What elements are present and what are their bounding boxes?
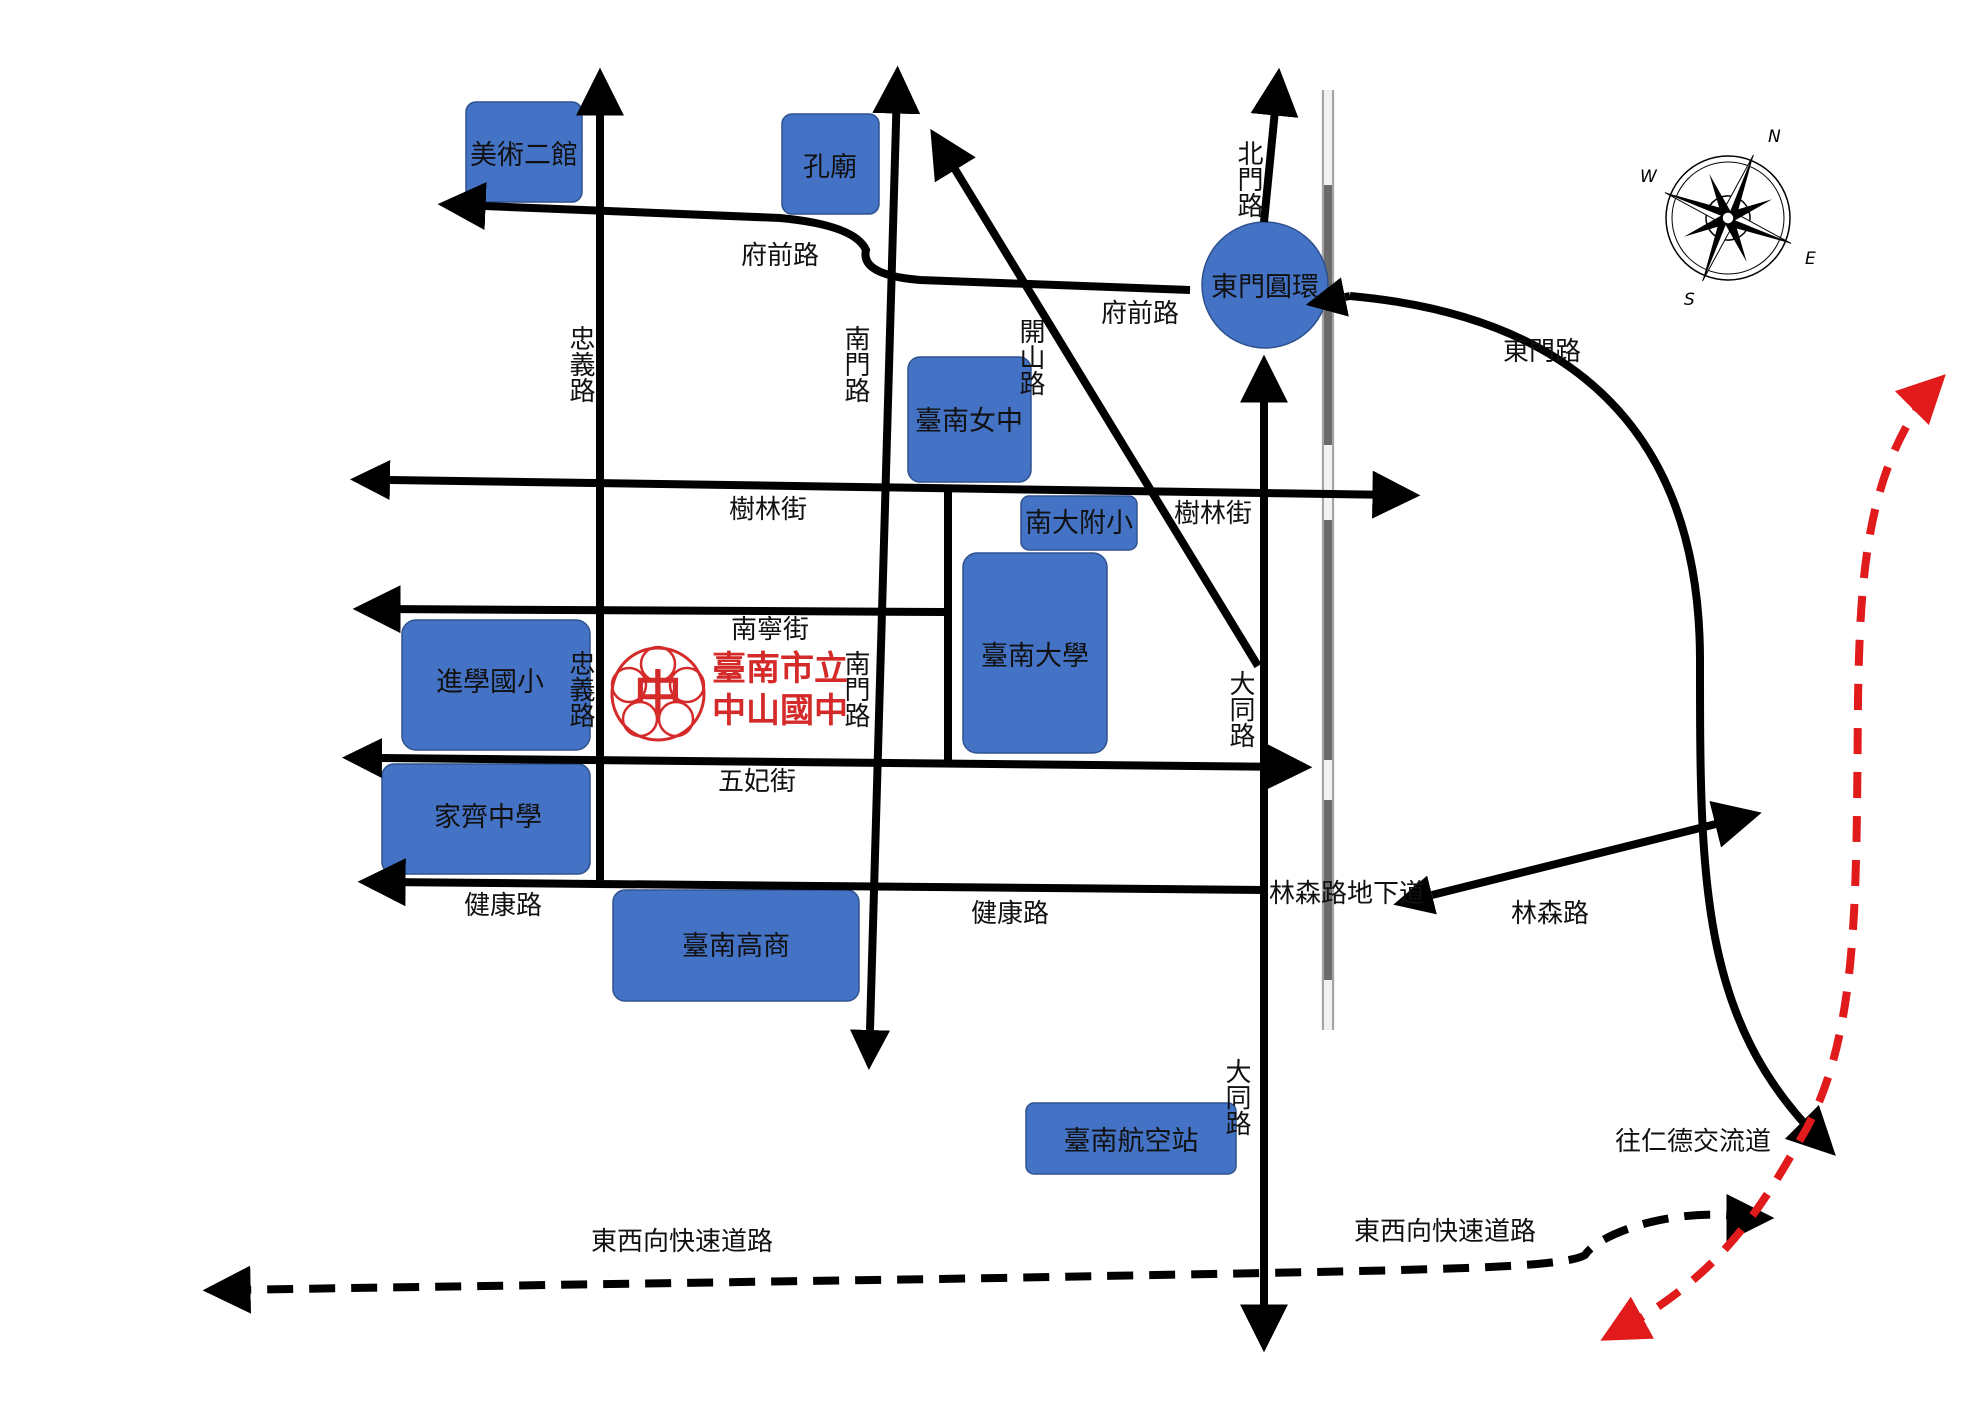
dongmen-roundabout-label: 東門圓環 — [1211, 272, 1319, 303]
recommended-route-north-arrow — [1894, 374, 1946, 426]
confucius-temple-label: 孔廟 — [803, 152, 857, 183]
linsen-road — [1393, 800, 1762, 915]
school-emblem-icon: 中 — [610, 645, 706, 742]
tainan-commercial-label: 臺南高商 — [682, 931, 790, 962]
zhongyi-road-label-north: 忠義路 — [565, 325, 595, 403]
school-name-line1: 臺南市立 — [712, 649, 848, 689]
expressway-label-west: 東西向快速道路 — [591, 1227, 773, 1257]
rende-interchange-label: 往仁德交流道 — [1615, 1127, 1771, 1157]
wufei-street-label: 五妃街 — [718, 767, 796, 797]
kaishan-road-label: 開山路 — [1015, 318, 1045, 396]
datong-road-label-south: 大同路 — [1221, 1058, 1251, 1136]
beimen-road-label: 北門路 — [1233, 140, 1263, 218]
jiankang-road — [357, 858, 1265, 907]
wufei-street — [342, 738, 1313, 791]
fuqian-road-label-east: 府前路 — [1101, 299, 1179, 329]
shulin-street-label-west: 樹林街 — [729, 495, 807, 525]
nanmen-road — [850, 65, 921, 1070]
linsen-road-label: 林森路 — [1511, 899, 1589, 929]
nutn-label: 臺南大學 — [981, 641, 1089, 672]
east-west-expressway — [202, 1210, 1753, 1314]
datong-road-label-north: 大同路 — [1225, 670, 1255, 748]
tainan-girls-high-label: 臺南女中 — [915, 406, 1023, 437]
dongmen-road — [1349, 292, 1836, 1156]
dongmen-road-label: 東門路 — [1503, 337, 1581, 367]
airport-building — [1025, 1102, 1237, 1175]
art-museum-2-building — [465, 101, 583, 203]
compass-rose — [1664, 154, 1792, 282]
art-museum-2-label: 美術二館 — [470, 140, 578, 171]
shulin-street-label-east: 樹林街 — [1174, 499, 1252, 529]
compass-s: S — [1684, 290, 1695, 310]
fuqian-road-label-west: 府前路 — [741, 241, 819, 271]
nanda-elementary-label: 南大附小 — [1025, 508, 1133, 539]
beimen-road — [1250, 67, 1299, 223]
jiankang-road-label-west: 健康路 — [464, 891, 542, 921]
school-name-line2: 中山國中 — [712, 691, 848, 731]
nanmen-road-label-south: 南門路 — [840, 650, 870, 728]
airport-label: 臺南航空站 — [1064, 1126, 1199, 1157]
compass-e: E — [1805, 249, 1816, 269]
jiankang-road-label-east: 健康路 — [971, 899, 1049, 929]
recommended-route — [1600, 387, 1934, 1341]
fuqian-road — [437, 182, 1191, 294]
linsen-underpass-label: 林森路地下道 — [1269, 879, 1425, 909]
jinxue-elementary-label: 進學國小 — [436, 667, 544, 698]
zhongyi-road-label-south: 忠義路 — [565, 650, 595, 728]
nanning-street-label: 南寧街 — [731, 615, 809, 645]
kaishan-road — [930, 128, 1262, 669]
compass-n: N — [1768, 127, 1781, 147]
nanmen-road-label-north: 南門路 — [840, 325, 870, 403]
svg-text:中: 中 — [634, 666, 682, 722]
shulin-street — [350, 460, 1421, 519]
jiaqi-high-label: 家齊中學 — [434, 802, 542, 833]
dongmen-road-start — [1305, 277, 1351, 317]
expressway-label-east: 東西向快速道路 — [1354, 1217, 1536, 1247]
compass-w: W — [1640, 167, 1658, 187]
nanning-street — [352, 585, 945, 634]
roads — [202, 65, 1946, 1353]
